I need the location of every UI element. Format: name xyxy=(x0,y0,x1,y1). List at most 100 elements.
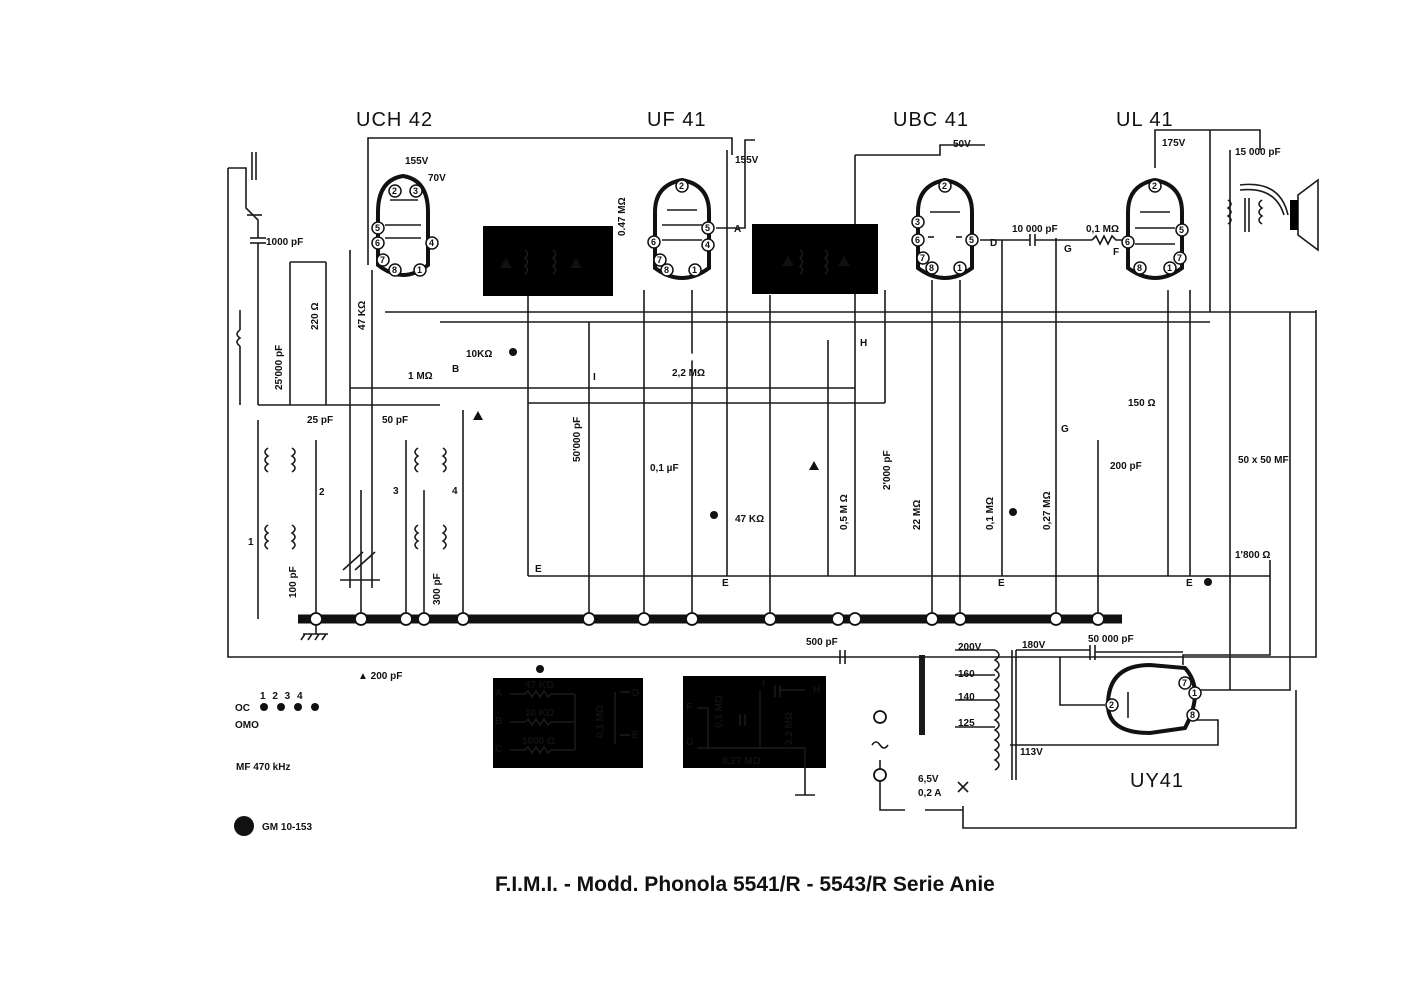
svg-text:1: 1 xyxy=(1167,263,1172,273)
label-c25000pf: 25'000 pF xyxy=(274,345,285,390)
inset-circle-r027m: 0,27 MΩ xyxy=(722,756,761,767)
label-c500pf: 500 pF xyxy=(806,637,838,648)
svg-text:1: 1 xyxy=(692,265,697,275)
tube-uy41: 2 7 1 8 xyxy=(1105,662,1202,736)
inset-circle-r01m: 0,1 MΩ xyxy=(714,695,725,728)
svg-text:2: 2 xyxy=(1109,700,1114,710)
svg-text:1: 1 xyxy=(417,265,422,275)
label-r1m: 1 MΩ xyxy=(408,371,433,382)
voltage-50v: 50V xyxy=(953,139,971,150)
svg-text:2: 2 xyxy=(679,181,684,191)
tap-160: 160 xyxy=(958,669,975,680)
component-labels: 1000 pF 25'000 pF 220 Ω 47 KΩ 0.47 MΩ 10… xyxy=(266,147,1289,648)
point-g1: G xyxy=(1064,244,1072,255)
inset-circle-h: H xyxy=(813,685,820,696)
rf-coils xyxy=(236,250,464,619)
svg-text:2: 2 xyxy=(392,186,397,196)
inset-dot-switch: A B C D E 47 KΩ 10 KΩ 1800 Ω 0,1 MΩ xyxy=(493,665,643,768)
markers xyxy=(473,247,1212,586)
tube-label-ul41: UL 41 xyxy=(1116,109,1174,131)
inset-dot-d: D xyxy=(632,688,639,699)
label-c50000pf-a: 50'000 pF xyxy=(572,417,583,462)
label-c300pf: 300 pF xyxy=(432,573,443,605)
svg-text:1: 1 xyxy=(1192,688,1197,698)
svg-text:5: 5 xyxy=(969,235,974,245)
inset-circle-f: F xyxy=(686,702,692,713)
svg-text:8: 8 xyxy=(1190,710,1195,720)
voltage-labels: 155V 70V 155V 50V 175V 200V 180V 160 140… xyxy=(405,138,1186,799)
svg-text:3: 3 xyxy=(915,217,920,227)
lamp-6-5v: 6,5V xyxy=(918,774,939,785)
label-r1800: 1'800 Ω xyxy=(1235,550,1270,561)
svg-text:6: 6 xyxy=(1125,237,1130,247)
coil-1: 1 xyxy=(248,537,254,548)
tube-ul41: 2 5 6 7 8 1 xyxy=(1121,177,1189,280)
label-r047m: 0.47 MΩ xyxy=(617,197,628,236)
tube-label-uf41: UF 41 xyxy=(647,109,706,131)
svg-text:3: 3 xyxy=(413,186,418,196)
legend-triangle: ▲ 200 pF xyxy=(358,671,402,682)
point-e1: E xyxy=(535,564,542,575)
schematic-caption: F.I.M.I. - Modd. Phonola 5541/R - 5543/R… xyxy=(495,873,995,896)
svg-text:5: 5 xyxy=(375,223,380,233)
tube-uch42: 2 3 5 6 4 7 8 1 xyxy=(371,173,439,277)
voltage-155v-uf41: 155V xyxy=(735,155,759,166)
inset-dot-r10k: 10 KΩ xyxy=(525,708,554,719)
svg-text:6: 6 xyxy=(915,235,920,245)
legend-mf: MF 470 kHz xyxy=(236,762,290,773)
svg-text:6: 6 xyxy=(375,238,380,248)
coil-2: 2 xyxy=(319,487,325,498)
label-r01m-a: 0,1 MΩ xyxy=(985,497,996,530)
svg-text:7: 7 xyxy=(380,255,385,265)
ground-symbol-left xyxy=(300,625,328,641)
inset-circle-i: I xyxy=(762,678,765,689)
label-c50000pf-b: 50 000 pF xyxy=(1088,634,1134,645)
label-c200pf: 200 pF xyxy=(1110,461,1142,472)
legend-om: OMO xyxy=(235,720,259,731)
inset-circle-switch: F G H I 0,1 MΩ 2,2 MΩ 0,27 MΩ xyxy=(683,663,826,796)
label-c10000pf: 10 000 pF xyxy=(1012,224,1058,235)
inset-dot-r47k: 47 KΩ xyxy=(525,680,554,691)
point-e4: E xyxy=(1186,578,1193,589)
voltage-175v: 175V xyxy=(1162,138,1186,149)
label-c15000pf: 15 000 pF xyxy=(1235,147,1281,158)
connection-points: A B D E E E E F G G H I 1 2 3 4 xyxy=(248,224,1193,589)
point-i: I xyxy=(593,372,596,383)
label-c25pf: 25 pF xyxy=(307,415,333,426)
point-e2: E xyxy=(722,578,729,589)
tap-140: 140 xyxy=(958,692,975,703)
inset-dot-c: C xyxy=(495,744,502,755)
svg-text:5: 5 xyxy=(705,223,710,233)
voltage-155v-uch42: 155V xyxy=(405,156,429,167)
tube-ubc41: 2 3 6 5 7 8 1 xyxy=(911,177,979,280)
power-transformer xyxy=(839,645,1183,794)
voltage-113v: 113V xyxy=(1020,747,1043,758)
if-transformer-1 xyxy=(483,226,613,296)
svg-text:5: 5 xyxy=(1179,225,1184,235)
voltage-70v: 70V xyxy=(428,173,446,184)
coil-4: 4 xyxy=(452,486,458,497)
label-r10k: 10KΩ xyxy=(466,349,492,360)
point-f: F xyxy=(1113,247,1119,258)
svg-text:7: 7 xyxy=(657,255,662,265)
frame-wiring xyxy=(227,129,1317,829)
label-c01uf: 0,1 µF xyxy=(650,463,679,474)
svg-text:2: 2 xyxy=(1152,181,1157,191)
point-b: B xyxy=(452,364,459,375)
label-r150: 150 Ω xyxy=(1128,398,1155,409)
label-c2000pf: 2'000 pF xyxy=(882,450,893,490)
svg-text:7: 7 xyxy=(920,253,925,263)
svg-text:6: 6 xyxy=(651,237,656,247)
inset-dot-b: B xyxy=(495,716,502,727)
label-r22m: 2,2 MΩ xyxy=(672,368,705,379)
inset-dot-e: E xyxy=(632,730,639,741)
label-r220: 220 Ω xyxy=(310,303,321,330)
inset-dot-a: A xyxy=(495,688,502,699)
inset-circle-r22m: 2,2 MΩ xyxy=(784,712,795,745)
point-h: H xyxy=(860,338,867,349)
label-c1000pf: 1000 pF xyxy=(266,237,303,248)
label-c50x50mf: 50 x 50 MF xyxy=(1238,455,1289,466)
inset-circle-g: G xyxy=(686,737,694,748)
label-r47k-b: 47 KΩ xyxy=(735,514,764,525)
legend-stamp: GM 10-153 xyxy=(262,822,312,833)
